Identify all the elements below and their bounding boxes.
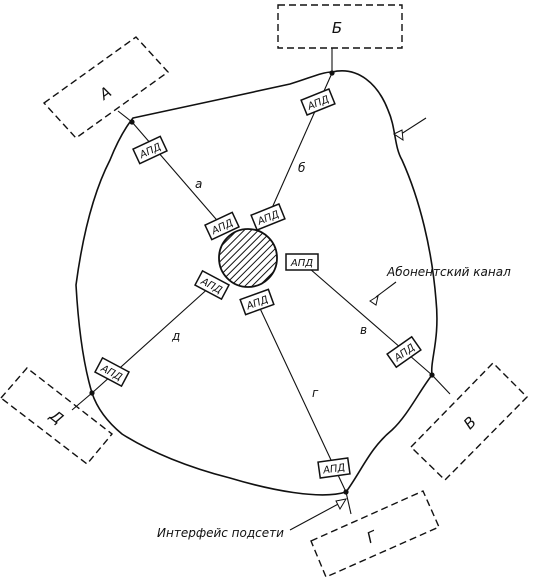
access-line-d bbox=[71, 392, 93, 411]
terminal-g-label: Г bbox=[364, 526, 380, 547]
terminal-a: А bbox=[42, 36, 170, 139]
subnet-interface-pointer-arrow bbox=[335, 498, 348, 511]
terminal-b-label: Б bbox=[332, 19, 342, 37]
access-line-a bbox=[117, 110, 133, 123]
subscriber-channel-pointer-line bbox=[375, 281, 397, 298]
apd-label: АПД bbox=[290, 258, 313, 269]
apd-block-b-inner: АПД bbox=[250, 202, 286, 232]
subnet-interface-label: Интерфейс подсети bbox=[157, 526, 284, 540]
line-g-label: г bbox=[312, 386, 319, 400]
boundary-pointer-arrow bbox=[393, 129, 404, 142]
link-a bbox=[131, 121, 223, 227]
line-d-label: д bbox=[171, 329, 180, 343]
apd-block-a-inner: АПД bbox=[204, 211, 240, 241]
subscriber-channel-label: Абонентский канал bbox=[386, 265, 511, 279]
apd-block-b-outer: АПД bbox=[300, 87, 336, 117]
terminal-v-label: В bbox=[460, 413, 480, 433]
access-line-v bbox=[431, 374, 451, 395]
apd-block-a-outer: АПД bbox=[132, 135, 168, 165]
apd-block-g-outer: АПД bbox=[317, 457, 351, 479]
line-a-label: а bbox=[195, 177, 202, 191]
apd-block-d-outer: АПД bbox=[93, 356, 131, 388]
line-b-label: б bbox=[298, 161, 306, 175]
terminal-g: Г bbox=[310, 490, 440, 578]
line-v-label: в bbox=[360, 323, 367, 337]
terminal-b: Б bbox=[277, 4, 403, 49]
apd-label: АПД bbox=[321, 462, 346, 476]
apd-block-g-inner: АПД bbox=[239, 288, 275, 316]
terminal-a-label: А bbox=[95, 83, 115, 104]
apd-block-v-inner: АПД bbox=[285, 253, 319, 271]
subscriber-channel-pointer-arrow bbox=[369, 294, 379, 306]
access-line-g bbox=[345, 491, 352, 515]
apd-block-v-outer: АПД bbox=[386, 335, 422, 369]
central-switch-node bbox=[218, 228, 278, 288]
terminal-d-label: Д bbox=[46, 406, 67, 428]
subnet-boundary bbox=[75, 70, 438, 496]
subnet-interface-pointer-line bbox=[289, 501, 343, 531]
terminal-d: Д bbox=[0, 367, 114, 465]
